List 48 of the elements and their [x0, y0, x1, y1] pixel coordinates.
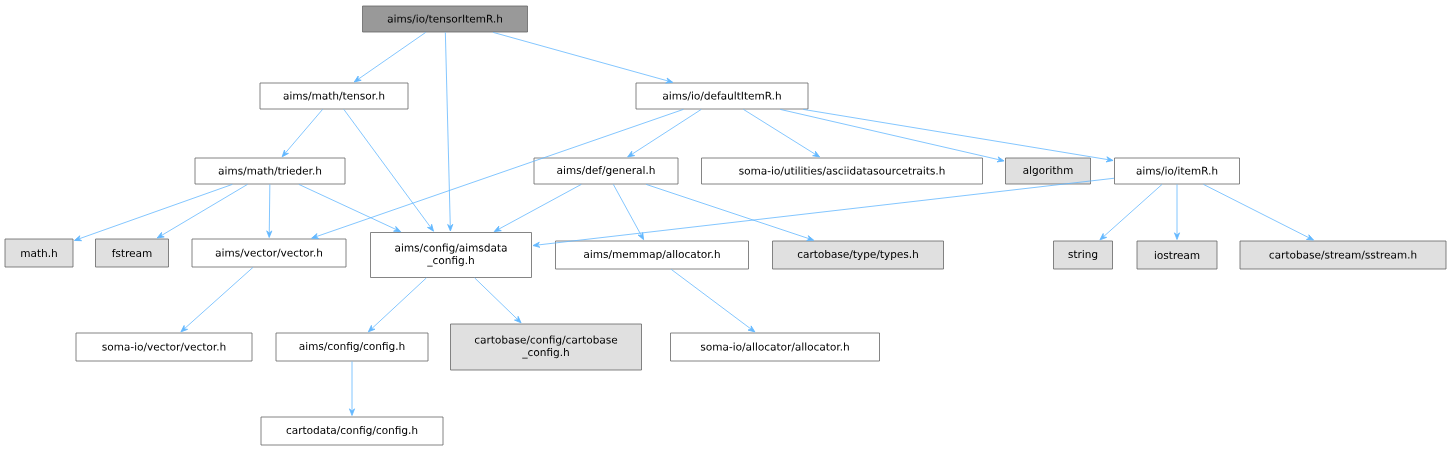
arrow [474, 277, 522, 324]
file-box: fstream [95, 238, 169, 268]
arrow [492, 32, 674, 84]
arrow [802, 109, 1114, 163]
file-box: aims/math/tensor.h [259, 82, 409, 110]
arrow [612, 184, 644, 241]
arrow [298, 184, 402, 233]
file-box: iostream [1136, 240, 1218, 270]
file-box: algorithm [1005, 157, 1091, 185]
arrow [645, 184, 815, 241]
file-box: math.h [4, 238, 74, 268]
arrow [444, 32, 454, 232]
arrow [156, 184, 248, 239]
file-box: aims/io/itemR.h [1114, 157, 1240, 185]
arrow [779, 109, 1005, 163]
arrow [180, 267, 254, 333]
arrow [1174, 184, 1180, 240]
arrow [493, 184, 582, 232]
file-box: aims/config/aimsdata _config.h [370, 232, 532, 278]
file-box: cartobase/type/types.h [772, 240, 944, 270]
file-box: aims/memmap/allocator.h [555, 240, 749, 270]
arrow [266, 184, 273, 238]
arrow [349, 361, 355, 416]
file-box: aims/io/tensorItemR.h [362, 5, 528, 33]
file-box: aims/math/trieder.h [194, 157, 346, 185]
file-box: aims/vector/vector.h [191, 238, 347, 268]
arrow [311, 109, 684, 239]
arrow [74, 184, 233, 242]
arrow [743, 109, 821, 158]
file-box: cartobase/stream/sstream.h [1239, 240, 1447, 270]
arrow [627, 109, 702, 158]
file-box: soma-io/allocator/allocator.h [670, 332, 880, 362]
file-box: aims/config/config.h [275, 332, 429, 362]
arrow [281, 109, 323, 158]
file-box: string [1053, 240, 1113, 270]
arrow [343, 109, 434, 232]
file-box: soma-io/vector/vector.h [75, 332, 253, 362]
file-box: cartodata/config/config.h [260, 416, 444, 446]
arrow [532, 177, 1115, 248]
file-box: soma-io/utilities/asciidatasourcetraits.h [701, 157, 983, 185]
arrow [670, 269, 756, 333]
file-box: aims/io/defaultItemR.h [635, 82, 809, 110]
file-box: cartobase/config/cartobase _config.h [450, 323, 642, 371]
arrow [353, 32, 427, 83]
arrow [1099, 184, 1163, 241]
arrow [1203, 184, 1314, 241]
file-box: aims/def/general.h [533, 157, 679, 185]
arrow [367, 277, 427, 333]
